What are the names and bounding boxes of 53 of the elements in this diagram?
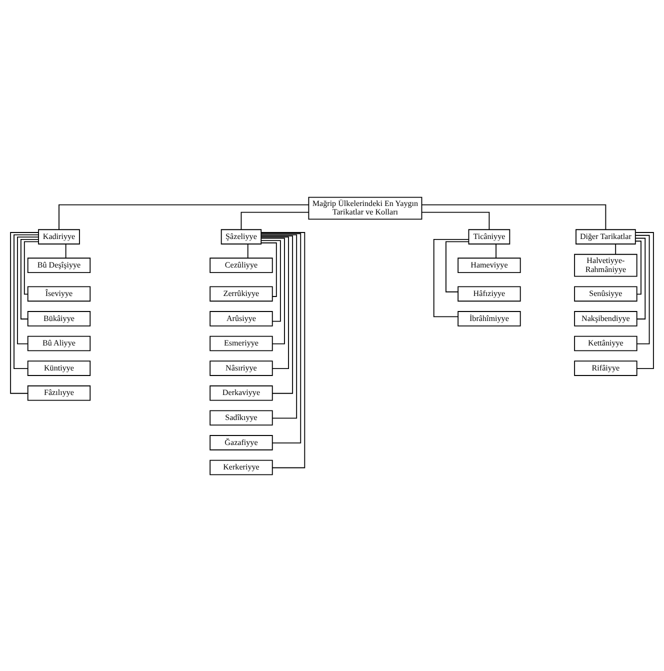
connector — [260, 242, 277, 296]
connector — [247, 243, 248, 258]
node-box: Nâsıriyye — [210, 360, 273, 376]
node-box: Senûsiyye — [574, 286, 638, 302]
connector — [635, 237, 646, 319]
node-box: Bükâiyye — [27, 310, 91, 326]
connector — [421, 211, 490, 230]
connector — [65, 243, 66, 258]
node-box: Îseviyye — [27, 286, 91, 302]
connector — [635, 240, 642, 294]
node-box: Kettâniyye — [574, 335, 638, 351]
connector — [17, 236, 39, 344]
connector — [615, 243, 616, 254]
connector — [260, 232, 306, 468]
connector — [421, 204, 606, 230]
node-box: Mağrip Ülkelerindeki En Yaygın Tarikatlar ve Kolları — [308, 196, 422, 220]
node-box: Arûsiyye — [210, 310, 273, 326]
node-box: Diğer Tarikatlar — [576, 228, 636, 244]
node-box: Nakşibendiyye — [574, 310, 638, 326]
node-box: Hâfıziyye — [458, 286, 521, 302]
connector — [260, 232, 302, 443]
node-box: Kerkeriyye — [210, 459, 273, 475]
node-box: Ğazafiyye — [210, 434, 273, 450]
node-box: Zerrûkiyye — [210, 286, 273, 302]
node-box: Ticâniyye — [468, 228, 510, 244]
connector — [240, 211, 310, 230]
node-box: Küntiyye — [27, 360, 91, 376]
node-box: İbrâhîmiyye — [458, 310, 521, 326]
connector — [260, 234, 298, 418]
connector — [260, 237, 285, 344]
connector — [260, 236, 289, 369]
connector — [20, 238, 39, 319]
connector — [260, 234, 294, 394]
connector — [10, 232, 39, 394]
node-box: Kadiriyye — [38, 228, 80, 244]
node-box: Fâzılıyye — [27, 384, 91, 400]
node-box: Esmeriyye — [210, 335, 273, 351]
node-box: Şâzeliyye — [220, 228, 262, 244]
connector — [433, 238, 470, 317]
node-box: Cezûliyye — [210, 257, 273, 273]
connector — [14, 234, 39, 369]
node-box: Sadîkıyye — [210, 410, 273, 426]
connector — [635, 234, 650, 344]
node-box: Derkaviyye — [210, 384, 273, 400]
node-box: Halvetiyye- Rahmâniyye — [574, 253, 638, 276]
node-box: Hameviyye — [458, 257, 521, 273]
connector — [635, 232, 654, 369]
connector — [24, 240, 39, 294]
connector — [58, 204, 310, 230]
node-box: Bû Deşîşiyye — [27, 257, 91, 273]
connector — [260, 240, 281, 322]
node-box: Rifâiyye — [574, 360, 638, 376]
node-box: Bû Aliyye — [27, 335, 91, 351]
